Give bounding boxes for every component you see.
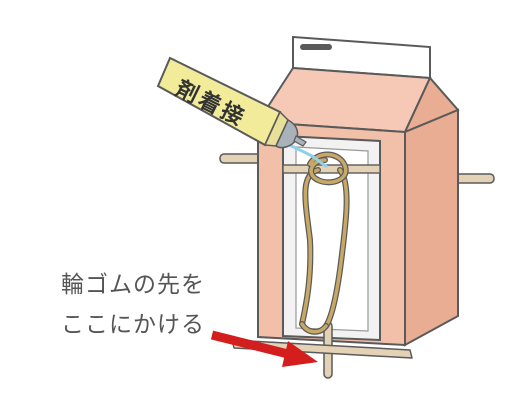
rubber-band (299, 151, 350, 335)
caption-line-2: ここにかける (61, 312, 205, 338)
inner-stick (282, 164, 381, 174)
pointer-arrow (210, 330, 318, 367)
caption-line-1: 輪ゴムの先を (61, 272, 205, 298)
glue-tube: 接 着 剤 (156, 56, 307, 149)
carton-side (404, 108, 459, 347)
bottom-stick (231, 339, 413, 359)
window-inner-shade (295, 146, 369, 332)
carton-tab-slot (300, 44, 332, 50)
